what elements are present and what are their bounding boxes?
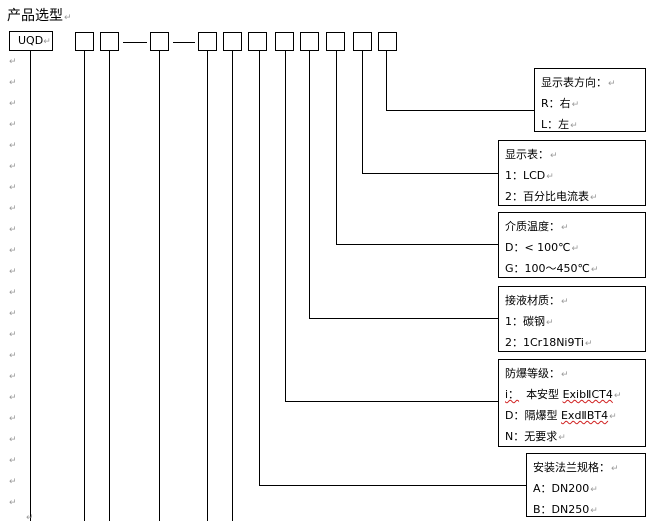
code-box-6	[248, 32, 267, 51]
paragraph-mark: ↵	[9, 162, 17, 172]
leader-line	[207, 51, 208, 521]
dash-separator	[173, 42, 195, 43]
paragraph-mark: ↵	[9, 99, 17, 109]
leader-line-meter	[362, 51, 363, 173]
model-code-box: UQD↵	[9, 31, 53, 51]
paragraph-mark: ↵	[9, 225, 17, 235]
code-box-7	[275, 32, 294, 51]
paragraph-mark: ↵	[26, 513, 34, 523]
display-direction-option: L：左↵	[541, 118, 578, 131]
display-meter-box: 显示表：↵ 1：LCD↵ 2：百分比电流表↵	[498, 140, 646, 206]
connector-meter	[362, 173, 498, 174]
leader-line-direction	[386, 51, 387, 110]
paragraph-mark: ↵	[9, 57, 17, 67]
explosion-grade-option-i: i： 本安型 ExibⅡCT4↵	[505, 388, 622, 401]
wetted-material-option: 1：碳钢↵	[505, 315, 554, 328]
paragraph-mark: ↵	[9, 141, 17, 151]
paragraph-mark: ↵	[9, 414, 17, 424]
paragraph-mark: ↵	[9, 498, 17, 508]
display-meter-heading: 显示表：↵	[505, 148, 558, 161]
code-box-8	[300, 32, 319, 51]
leader-line-flange	[259, 51, 260, 485]
leader-line	[109, 51, 110, 521]
flange-spec-heading: 安装法兰规格：↵	[533, 461, 619, 474]
explosion-grade-box: 防爆等级：↵ i： 本安型 ExibⅡCT4↵ D：隔爆型 ExdⅡBT4↵ N…	[498, 359, 646, 447]
paragraph-mark: ↵	[9, 246, 17, 256]
paragraph-mark: ↵	[9, 204, 17, 214]
paragraph-mark: ↵	[9, 267, 17, 277]
connector-material	[309, 318, 498, 319]
paragraph-mark: ↵	[9, 309, 17, 319]
paragraph-mark: ↵	[9, 393, 17, 403]
flange-spec-option: A：DN200↵	[533, 482, 598, 495]
paragraph-mark: ↵	[9, 120, 17, 130]
leader-line	[30, 51, 31, 521]
medium-temperature-option: G：100～450℃↵	[505, 262, 599, 275]
dash-separator	[123, 42, 147, 43]
code-box-10	[353, 32, 372, 51]
paragraph-mark: ↵	[9, 330, 17, 340]
wetted-material-option: 2：1Cr18Ni9Ti↵	[505, 336, 593, 349]
flange-spec-box: 安装法兰规格：↵ A：DN200↵ B：DN250↵	[526, 453, 646, 517]
display-meter-option: 2：百分比电流表↵	[505, 190, 598, 203]
leader-line	[159, 51, 160, 521]
paragraph-mark: ↵	[9, 183, 17, 193]
leader-line-material	[309, 51, 310, 318]
connector-explosion	[285, 401, 498, 402]
code-box-2	[100, 32, 119, 51]
display-direction-box: 显示表方向：↵ R：右↵ L：左↵	[534, 68, 646, 132]
paragraph-mark: ↵	[9, 372, 17, 382]
paragraph-mark: ↵	[9, 288, 17, 298]
code-box-1	[75, 32, 94, 51]
title-text: 产品选型	[7, 8, 63, 24]
wetted-material-heading: 接液材质：↵	[505, 294, 569, 307]
explosion-grade-option-n: N：无要求↵	[505, 430, 566, 443]
leader-line-explosion	[285, 51, 286, 401]
connector-temperature	[336, 244, 498, 245]
flange-spec-option: B：DN250↵	[533, 503, 598, 516]
leader-line	[84, 51, 85, 521]
medium-temperature-heading: 介质温度：↵	[505, 220, 569, 233]
connector-flange	[259, 485, 526, 486]
medium-temperature-box: 介质温度：↵ D：< 100℃↵ G：100～450℃↵	[498, 212, 646, 278]
connector-direction	[386, 110, 534, 111]
explosion-grade-option-d: D：隔爆型 ExdⅡBT4↵	[505, 409, 617, 422]
explosion-grade-heading: 防爆等级：↵	[505, 367, 569, 380]
paragraph-mark: ↵	[9, 456, 17, 466]
paragraph-mark: ↵	[64, 13, 72, 23]
code-box-11	[378, 32, 397, 51]
page-title: 产品选型↵	[7, 7, 72, 27]
code-box-9	[326, 32, 345, 51]
paragraph-mark: ↵	[9, 477, 17, 487]
code-box-4	[198, 32, 217, 51]
leader-line	[232, 51, 233, 521]
paragraph-mark: ↵	[9, 435, 17, 445]
code-box-3	[150, 32, 169, 51]
wetted-material-box: 接液材质：↵ 1：碳钢↵ 2：1Cr18Ni9Ti↵	[498, 286, 646, 352]
display-direction-option: R：右↵	[541, 97, 580, 110]
paragraph-mark: ↵	[9, 78, 17, 88]
medium-temperature-option: D：< 100℃↵	[505, 241, 580, 254]
leader-line-temperature	[336, 51, 337, 244]
display-direction-heading: 显示表方向：↵	[541, 76, 616, 89]
paragraph-mark: ↵	[43, 37, 51, 47]
model-code-text: UQD	[18, 34, 44, 47]
paragraph-mark: ↵	[9, 351, 17, 361]
display-meter-option: 1：LCD↵	[505, 169, 554, 182]
code-box-5	[223, 32, 242, 51]
